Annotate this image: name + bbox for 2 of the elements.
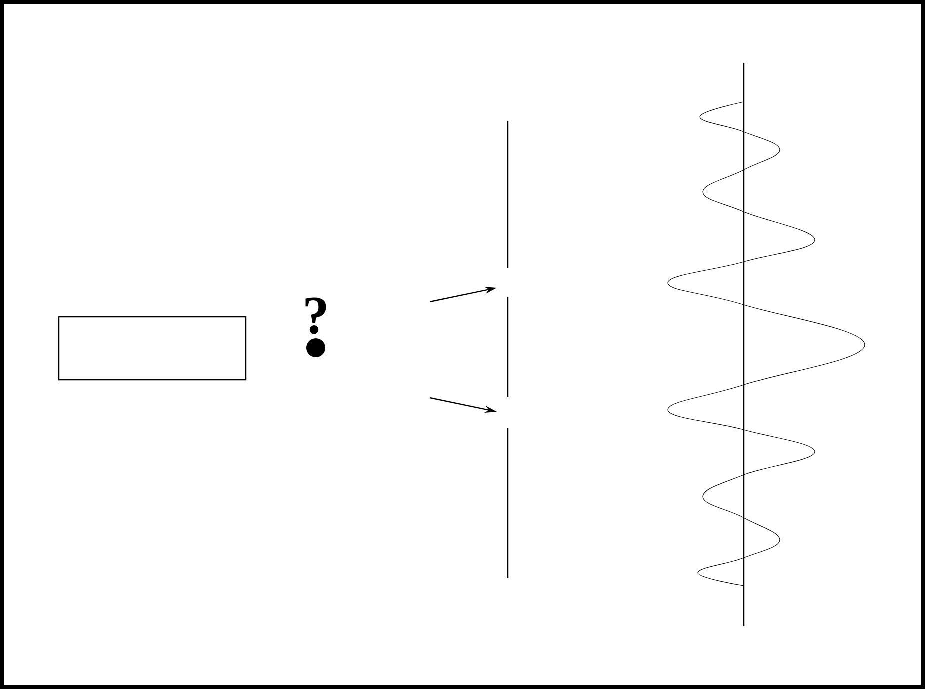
source-box xyxy=(58,316,247,381)
question-mark: ? xyxy=(306,298,326,334)
